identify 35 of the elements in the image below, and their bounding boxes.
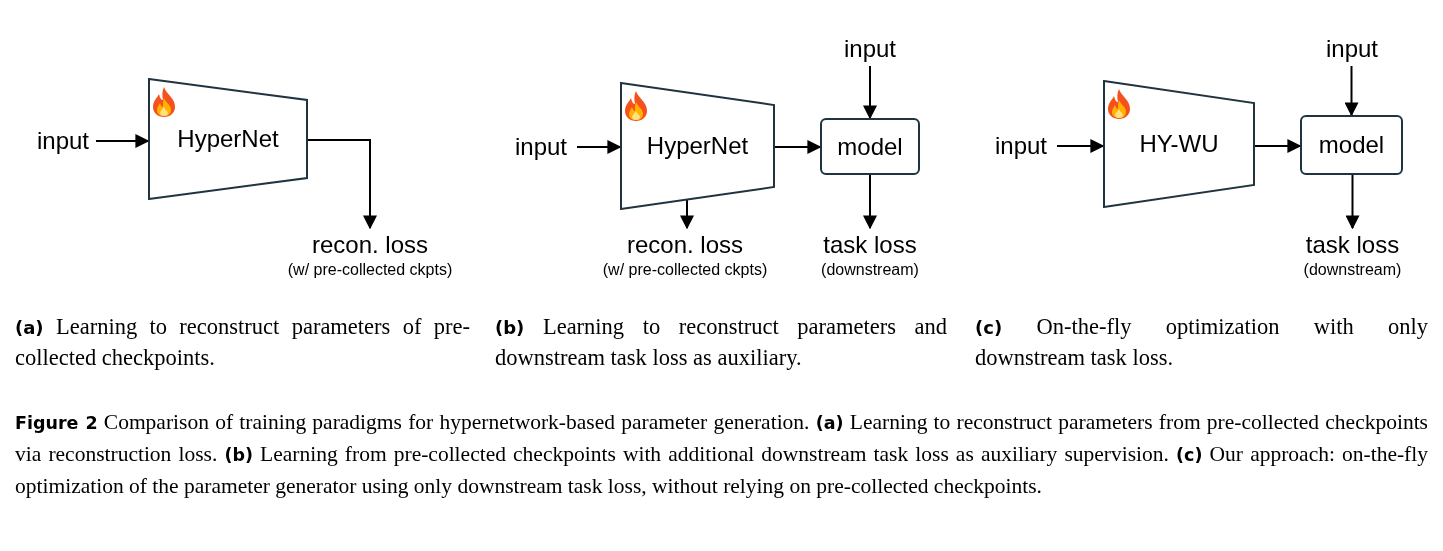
arrow xyxy=(307,139,377,230)
arrow xyxy=(576,140,622,154)
arrow xyxy=(1254,139,1302,153)
subfigure-caption: (c) On-the-fly optimization with only downstream task loss. xyxy=(975,313,1428,372)
arrow xyxy=(863,174,877,230)
block-label: model xyxy=(837,132,903,161)
arrow xyxy=(1056,139,1105,153)
node-label: input xyxy=(36,127,89,155)
node-label: recon. loss xyxy=(626,231,744,259)
subfigure-caption: (a) Learning to reconstruct parameters of pre-collected checkpoints. xyxy=(15,313,470,372)
arrow xyxy=(1344,65,1359,117)
model-box xyxy=(820,118,920,175)
model-box xyxy=(1300,115,1403,175)
node-label: input xyxy=(994,132,1047,160)
block-label: HY-WU xyxy=(1139,130,1219,158)
arrow xyxy=(863,65,877,120)
figure-caption: Figure 2 Comparison of training paradigms for hypernetwork-based parameter generation. (a) Learning to reconstruct parameters from pre-collected checkpoints via reconstruction loss. (b) Learning from pre-collected checkpoints with additional downstream task loss as auxiliary supervision. (c) Our approach: on-the-fly optimization of the parameter generator using only downstream task loss, without relying on pre-collected checkpoints. xyxy=(15,409,1428,500)
note-text: (w/ pre-collected ckpts) xyxy=(287,261,453,279)
note-text: (w/ pre-collected ckpts) xyxy=(602,261,768,279)
node-label: recon. loss xyxy=(311,231,429,259)
block-label: HyperNet xyxy=(646,132,749,160)
node-label: task loss xyxy=(1305,231,1400,259)
note-text: (downstream) xyxy=(821,261,919,279)
block-label: HyperNet xyxy=(177,125,279,153)
subfigure-caption: (b) Learning to reconstruct parameters and downstream task loss as auxiliary. xyxy=(495,313,947,372)
note-text: (downstream) xyxy=(1303,261,1402,279)
arrow xyxy=(774,140,822,154)
node-label: input xyxy=(843,35,896,63)
node-label: input xyxy=(1325,35,1378,63)
arrow xyxy=(680,198,694,230)
arrow xyxy=(1345,174,1360,230)
node-label: task loss xyxy=(823,231,917,259)
node-label: input xyxy=(514,133,567,161)
block-label: model xyxy=(1318,131,1385,159)
arrow xyxy=(95,134,150,148)
